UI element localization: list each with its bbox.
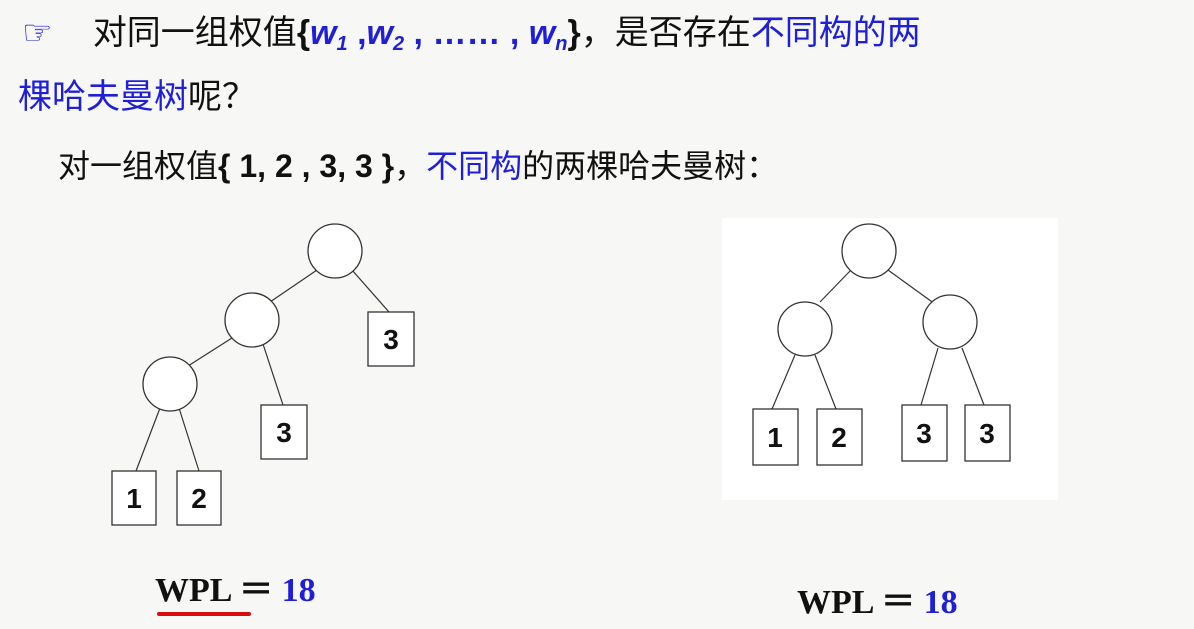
wpl-underline	[157, 612, 251, 616]
question-line-2: 棵哈夫曼树呢？	[18, 74, 256, 120]
tree-node	[777, 301, 833, 357]
edge	[262, 343, 284, 406]
edge	[920, 347, 939, 406]
leaf-box	[260, 404, 308, 460]
leaf-label: 3	[383, 324, 399, 355]
example-highlight: 不同构	[426, 147, 523, 185]
edge	[961, 347, 985, 406]
edge	[887, 269, 936, 305]
tree-2: 1 2 3 3	[722, 218, 1058, 500]
weight-set: {w1 ,w2 , …… , wn}	[296, 14, 581, 55]
question-prefix: 对同一组权值	[92, 13, 297, 53]
example-set: { 1, 2 , 3, 3 }	[218, 148, 395, 184]
edge	[771, 354, 796, 410]
question-highlight-b: 棵哈夫曼树	[18, 77, 188, 117]
tree-2-wpl: WPL ＝ 18	[797, 584, 958, 621]
leaf-box	[111, 470, 157, 526]
leaf-box	[752, 408, 799, 466]
edge	[819, 269, 852, 303]
leaf-label: 2	[191, 483, 207, 514]
leaf-label: 3	[916, 418, 932, 449]
edge	[187, 337, 233, 367]
leaf-label: 3	[979, 418, 995, 449]
leaf-label: 1	[767, 422, 783, 453]
leaf-box	[367, 311, 415, 367]
tree-node	[922, 294, 978, 350]
leaf-box	[176, 470, 222, 526]
tree-1-wpl: WPL ＝ 18	[155, 572, 316, 609]
leaf-box	[816, 408, 863, 466]
question-highlight-a: 不同构的两	[750, 13, 921, 53]
tree-1: 3 3 1 2	[111, 223, 415, 526]
edge	[178, 407, 200, 472]
edge	[814, 354, 837, 410]
edge	[269, 269, 318, 303]
question-suffix: 呢？	[188, 77, 256, 117]
question-middle: ，是否存在	[580, 13, 751, 53]
leaf-label: 3	[276, 417, 292, 448]
leaf-label: 2	[831, 422, 847, 453]
example-suffix: 的两棵哈夫曼树：	[522, 147, 779, 185]
tree-node	[841, 223, 897, 279]
tree-node	[224, 292, 280, 348]
edge	[351, 269, 390, 313]
pointing-hand-icon: ☞	[22, 13, 53, 53]
question-line-1: ☞ 对同一组权值{w1 ,w2 , …… , wn}，是否存在不同构的两	[22, 10, 921, 67]
edge	[135, 407, 161, 472]
tree-node	[142, 356, 198, 412]
leaf-box	[901, 404, 948, 462]
tree-node	[307, 223, 363, 279]
example-line: 对一组权值{ 1, 2 , 3, 3 }，不同构的两棵哈夫曼树：	[58, 147, 779, 185]
leaf-box	[964, 404, 1011, 462]
example-prefix: 对一组权值	[58, 147, 219, 185]
leaf-label: 1	[126, 483, 142, 514]
